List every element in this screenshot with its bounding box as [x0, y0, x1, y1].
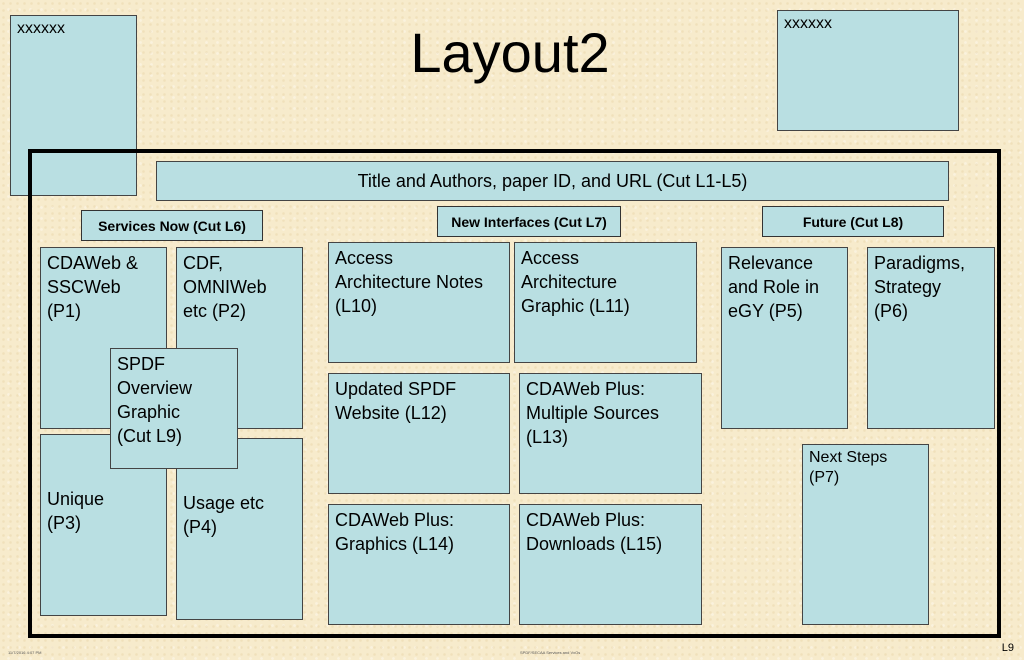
box-l15: CDAWeb Plus: Downloads (L15) — [519, 504, 702, 625]
footer-date: 11/7/2016 4:07 PM — [8, 650, 42, 655]
box-p7: Next Steps (P7) — [802, 444, 929, 625]
section-future: Future (Cut L8) — [762, 206, 944, 237]
box-l10: Access Architecture Notes (L10) — [328, 242, 510, 363]
section-services: Services Now (Cut L6) — [81, 210, 263, 241]
page-number: L9 — [1001, 642, 1014, 654]
page-title: Layout2 — [410, 21, 610, 84]
box-p6: Paradigms, Strategy (P6) — [867, 247, 995, 429]
placeholder-right: xxxxxx — [777, 10, 959, 131]
box-l11: Access Architecture Graphic (L11) — [514, 242, 697, 363]
header-bar: Title and Authors, paper ID, and URL (Cu… — [156, 161, 949, 201]
box-l13: CDAWeb Plus: Multiple Sources (L13) — [519, 373, 702, 494]
box-p2: CDF, OMNIWeb etc (P2) — [176, 247, 303, 429]
section-interfaces: New Interfaces (Cut L7) — [437, 206, 621, 237]
box-l9: SPDF Overview Graphic (Cut L9) — [110, 348, 238, 469]
box-p5: Relevance and Role in eGY (P5) — [721, 247, 848, 429]
footer-center: SPDF/SECAA Services and VxOs — [520, 650, 581, 655]
box-l12: Updated SPDF Website (L12) — [328, 373, 510, 494]
layout-frame — [28, 149, 1001, 638]
box-l14: CDAWeb Plus: Graphics (L14) — [328, 504, 510, 625]
